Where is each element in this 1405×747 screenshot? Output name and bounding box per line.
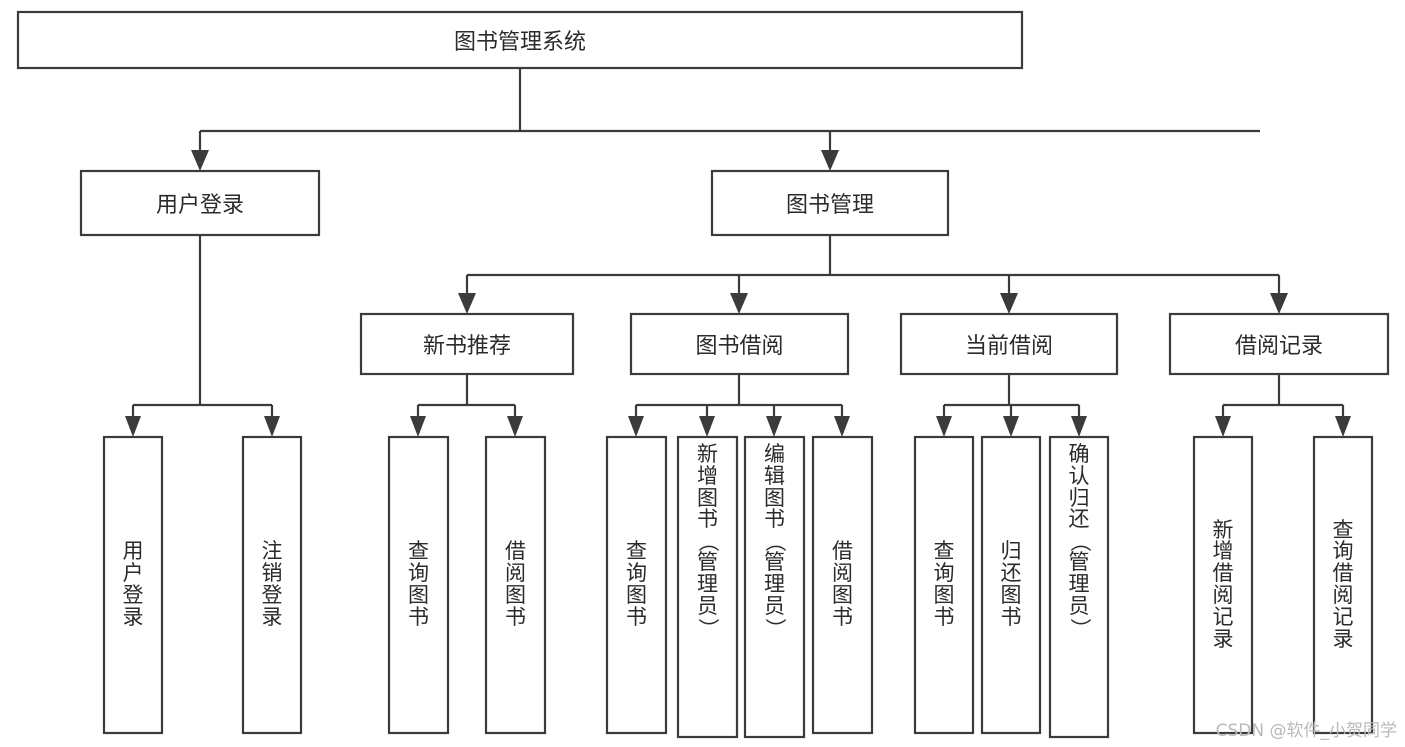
connector-bookmgmt-to-level2 bbox=[458, 235, 1288, 314]
connector-root-to-level1 bbox=[191, 68, 1260, 171]
node-box-leaf-add-borrow-record[interactable] bbox=[1192, 435, 1254, 735]
node-box-leaf-query-borrow-record[interactable] bbox=[1312, 435, 1374, 735]
node-box-leaf-return-book[interactable] bbox=[980, 435, 1042, 735]
node-box-root[interactable] bbox=[16, 10, 1024, 70]
node-box-current-borrow[interactable] bbox=[899, 312, 1119, 376]
node-box-leaf-query-book-recommend[interactable] bbox=[387, 435, 450, 735]
connector-layer bbox=[125, 68, 1351, 437]
node-box-leaf-edit-book-admin[interactable] bbox=[743, 435, 806, 739]
node-box-book-borrow[interactable] bbox=[629, 312, 850, 376]
node-box-leaf-confirm-return-admin[interactable] bbox=[1048, 435, 1110, 739]
connector-userlogin-to-leaves bbox=[125, 235, 280, 437]
node-box-book-management[interactable] bbox=[710, 169, 950, 237]
node-box-borrow-record[interactable] bbox=[1168, 312, 1390, 376]
node-box-leaf-query-book-borrow[interactable] bbox=[605, 435, 668, 735]
connector-borrowrecord-to-leaves bbox=[1215, 374, 1351, 437]
connector-recommend-to-leaves bbox=[410, 374, 523, 437]
node-box-layer bbox=[16, 10, 1390, 739]
node-box-user-login[interactable] bbox=[79, 169, 321, 237]
node-box-leaf-borrow-book[interactable] bbox=[811, 435, 874, 735]
node-box-leaf-logout[interactable] bbox=[241, 435, 303, 735]
node-box-leaf-add-book-admin[interactable] bbox=[676, 435, 739, 739]
node-box-leaf-query-book-current[interactable] bbox=[913, 435, 975, 735]
connector-bookborrow-to-leaves bbox=[628, 374, 850, 437]
node-box-new-book-recommend[interactable] bbox=[359, 312, 575, 376]
connector-currentborrow-to-leaves bbox=[936, 374, 1087, 437]
node-box-leaf-user-login[interactable] bbox=[102, 435, 164, 735]
node-box-leaf-borrow-book-recommend[interactable] bbox=[484, 435, 547, 735]
